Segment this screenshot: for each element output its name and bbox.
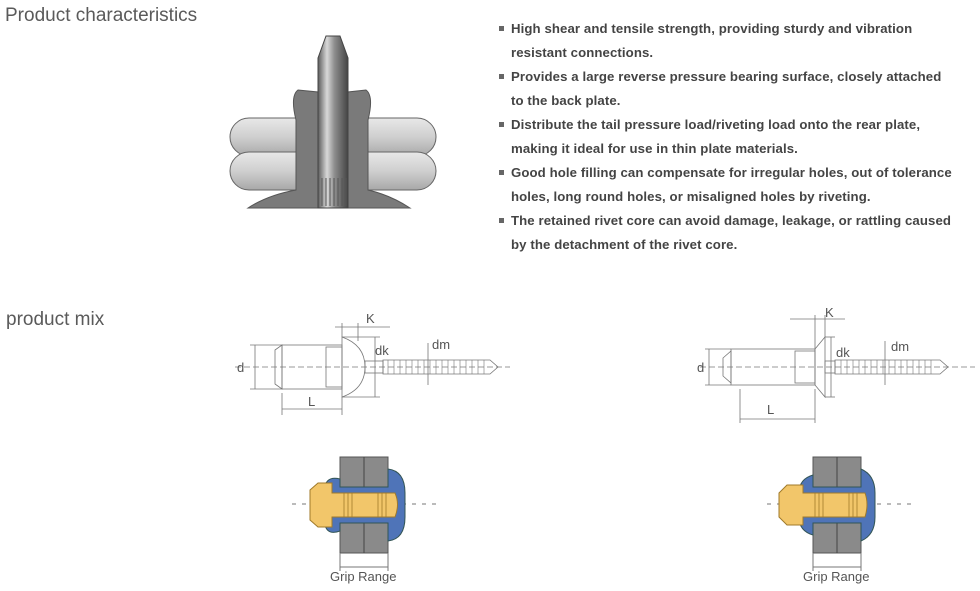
grip-range-label: Grip Range bbox=[803, 569, 869, 584]
section-title-product-mix: product mix bbox=[6, 309, 105, 330]
label-dk: dk bbox=[375, 343, 389, 358]
grip-range-section-dome: Grip Range bbox=[292, 456, 438, 584]
label-l: L bbox=[767, 402, 774, 417]
sleeve-collar bbox=[246, 89, 412, 209]
label-k: K bbox=[366, 311, 375, 326]
feature-item: Provides a large reverse pressure bearin… bbox=[497, 65, 977, 113]
label-d: d bbox=[697, 360, 704, 375]
label-l: L bbox=[308, 394, 315, 409]
feature-list: High shear and tensile strength, providi… bbox=[497, 17, 977, 257]
dimension-diagram-dome-head: d L K dk dm bbox=[235, 311, 510, 415]
grip-range-label: Grip Range bbox=[330, 569, 396, 584]
feature-item: Good hole filling can compensate for irr… bbox=[497, 161, 977, 209]
dimension-diagram-countersunk-head: d L K dk dm bbox=[697, 305, 975, 423]
rivet-installed-illustration bbox=[229, 35, 437, 209]
label-dm: dm bbox=[432, 337, 450, 352]
label-dk: dk bbox=[836, 345, 850, 360]
section-title-characteristics: Product characteristics bbox=[5, 5, 198, 26]
grip-range-section-countersunk: Grip Range bbox=[767, 456, 913, 584]
label-dm: dm bbox=[891, 339, 909, 354]
feature-item: High shear and tensile strength, providi… bbox=[497, 17, 977, 65]
rivet-pin bbox=[317, 35, 349, 209]
label-d: d bbox=[237, 360, 244, 375]
pin bbox=[309, 482, 398, 528]
feature-item: Distribute the tail pressure load/riveti… bbox=[497, 113, 977, 161]
feature-item: The retained rivet core can avoid damage… bbox=[497, 209, 977, 257]
label-k: K bbox=[825, 305, 834, 320]
